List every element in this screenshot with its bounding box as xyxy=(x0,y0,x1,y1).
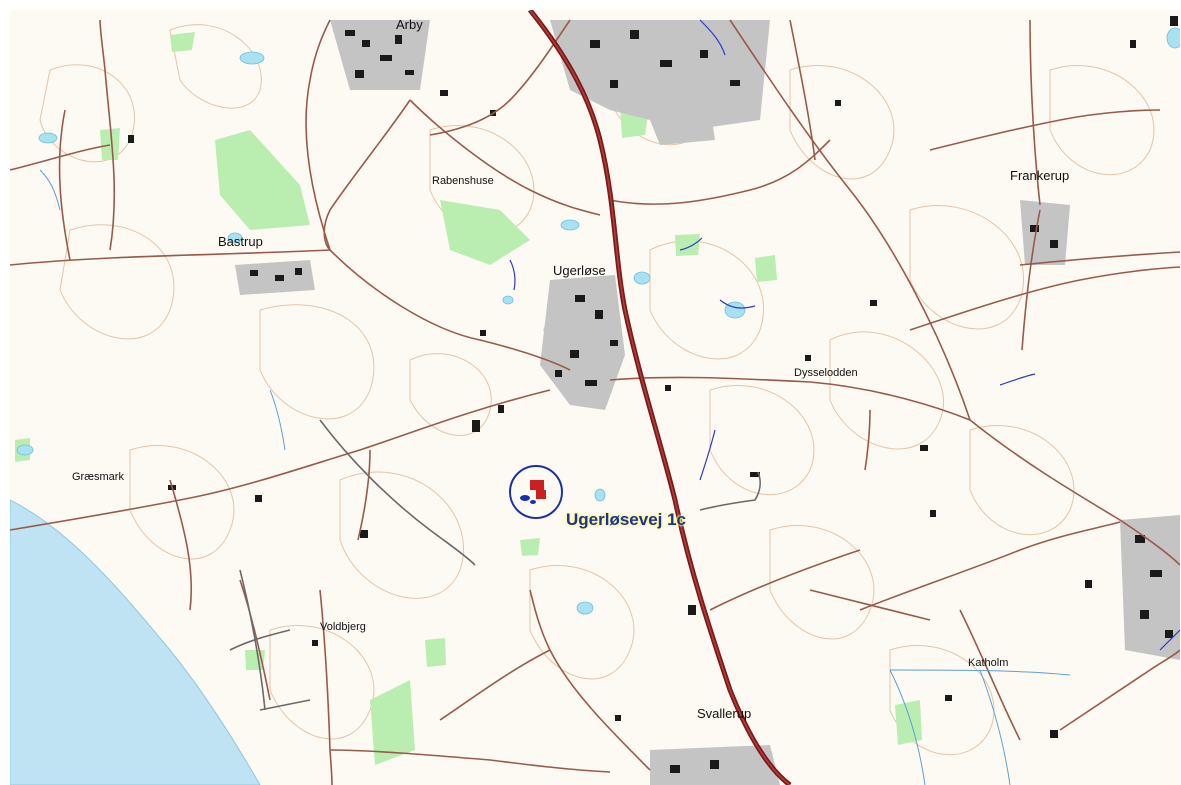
tracks xyxy=(229,419,761,711)
ponds xyxy=(16,27,1180,615)
place-label-rabenshuse: Rabenshuse xyxy=(432,175,494,187)
minor-roads xyxy=(10,19,1180,785)
property-pond xyxy=(520,495,530,501)
main-road-center xyxy=(529,10,791,785)
address-marker[interactable] xyxy=(509,465,563,519)
property-building xyxy=(530,480,544,490)
map-view[interactable]: Arby Rabenshuse Frankerup Bastrup Ugerlø… xyxy=(10,10,1180,785)
place-label-frankerup: Frankerup xyxy=(1010,168,1070,183)
buildings xyxy=(128,16,1178,773)
place-label-arby: Arby xyxy=(396,17,423,32)
forest-areas xyxy=(15,32,922,765)
contour-lines xyxy=(39,24,1155,756)
place-label-voldbjerg: Voldbjerg xyxy=(320,621,366,633)
property-building xyxy=(536,490,546,499)
place-label-dysselodden: Dysselodden xyxy=(794,367,858,379)
place-label-ugerlose: Ugerløse xyxy=(553,263,606,278)
place-label-bastrup: Bastrup xyxy=(218,234,263,249)
map-canvas[interactable] xyxy=(10,10,1180,785)
streams xyxy=(509,19,1180,651)
location-circle-icon[interactable] xyxy=(509,465,563,519)
place-label-graesmark: Græsmark xyxy=(72,471,124,483)
sea-area xyxy=(10,499,261,785)
place-label-svallerup: Svallerup xyxy=(697,706,752,721)
ditches xyxy=(39,169,1071,785)
marker-label: Ugerløsevej 1c xyxy=(566,510,687,529)
place-label-katholm: Katholm xyxy=(968,657,1009,669)
property-pond xyxy=(530,500,536,504)
